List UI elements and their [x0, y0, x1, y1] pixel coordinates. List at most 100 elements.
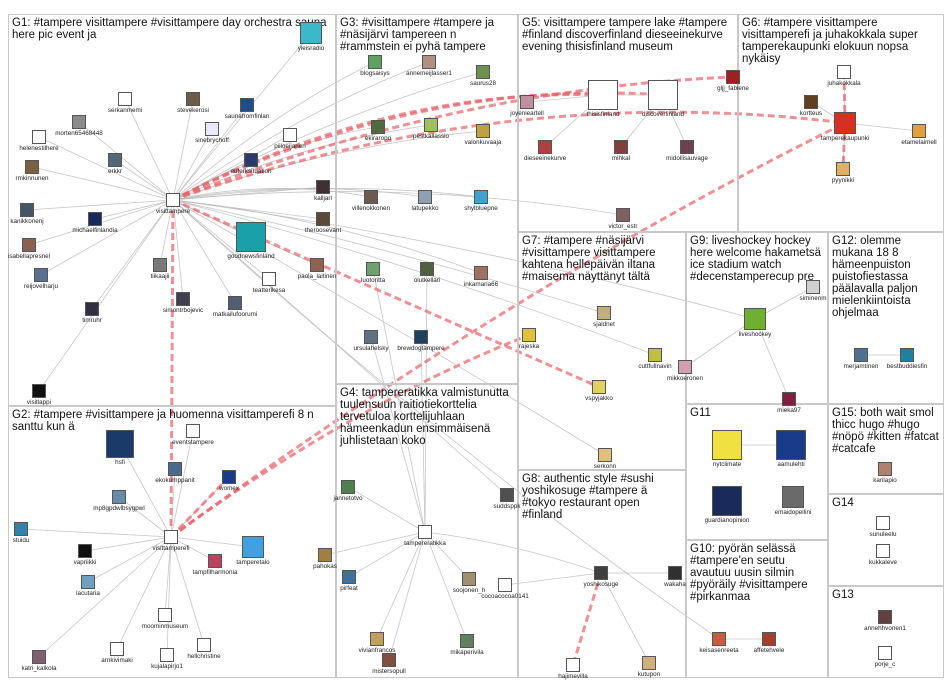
- node-label: mikkoeronen: [666, 375, 704, 382]
- avatar-icon: [538, 140, 552, 154]
- avatar-icon: [108, 153, 122, 167]
- node-label: thisisfinland: [586, 111, 620, 118]
- edge: [172, 199, 482, 274]
- edge: [347, 486, 426, 533]
- group-box-g14: G14: [828, 494, 944, 586]
- avatar-icon: [32, 384, 46, 398]
- group-label-g15: G15: both wait smol thicc hugo #hugo #nö…: [832, 407, 939, 455]
- avatar-icon: [462, 572, 476, 586]
- node-label: kujalapirjo1: [151, 663, 183, 670]
- edge: [571, 572, 603, 666]
- edge: [172, 199, 184, 300]
- node-label: goodnewsfinland: [227, 253, 275, 260]
- avatar-icon: [854, 348, 868, 362]
- avatar-icon: [20, 203, 34, 217]
- avatar-icon: [900, 348, 914, 362]
- group-box-g7: G7: #tampere #näsijärvi #visittampere vi…: [518, 232, 686, 470]
- edge: [172, 199, 605, 314]
- avatar-icon: [912, 124, 926, 138]
- avatar-icon: [878, 646, 892, 660]
- avatar-icon: [205, 122, 219, 136]
- avatar-icon: [678, 360, 692, 374]
- edge: [172, 199, 756, 320]
- node-label: porje_c: [874, 661, 896, 668]
- edge: [172, 130, 484, 201]
- avatar-icon: [418, 525, 432, 539]
- node-label: matkailufoorumi: [212, 311, 258, 318]
- avatar-icon: [424, 118, 438, 132]
- avatar-icon: [371, 120, 385, 134]
- node-label: cocoacocoa0141: [481, 593, 529, 600]
- edge: [94, 199, 174, 220]
- node-label: saunafromfinlan: [224, 113, 270, 120]
- avatar-icon: [186, 424, 200, 438]
- node-label: emaidopellini: [774, 509, 812, 516]
- edge: [172, 110, 846, 202]
- group-label-g3: G3: #visittampere #tampere ja #näsijärvi…: [340, 17, 495, 53]
- node-label: lacutaria: [76, 590, 100, 597]
- avatar-icon: [310, 258, 324, 272]
- group-label-g6: G6: #tampere visittampere visittamperefi…: [742, 17, 918, 65]
- group-label-g12: G12: olemme mukana 18 8 hämeenpuiston pu…: [832, 235, 918, 319]
- node-label: eventstampere: [172, 439, 214, 446]
- edge: [38, 536, 172, 658]
- group-label-g7: G7: #tampere #näsijärvi #visittampere vi…: [522, 235, 656, 283]
- node-label: valonkuvaaja: [464, 139, 502, 146]
- node-label: vapriikki: [73, 559, 97, 566]
- avatar-icon: [744, 308, 766, 330]
- node-label: simontrbojevic: [162, 307, 204, 314]
- edge: [376, 531, 426, 640]
- edge: [172, 191, 624, 216]
- edge: [166, 536, 172, 656]
- node-label: olutkellari: [413, 277, 441, 284]
- avatar-icon: [414, 330, 428, 344]
- edge: [420, 336, 426, 533]
- edge: [169, 199, 175, 538]
- avatar-icon: [236, 222, 266, 252]
- node-label: visittamperefi: [152, 545, 190, 552]
- edge: [172, 198, 600, 389]
- edge: [370, 336, 426, 533]
- node-label: theroosevant: [304, 227, 342, 234]
- node-label: ursulahelsky: [353, 345, 389, 352]
- avatar-icon: [804, 95, 818, 109]
- group-label-g1: G1: #tampere visittampere #visittampere …: [12, 17, 327, 41]
- avatar-icon: [648, 348, 662, 362]
- avatar-icon: [153, 258, 167, 272]
- node-label: midollisauvage: [666, 155, 708, 162]
- avatar-icon: [648, 80, 678, 110]
- node-label: tampfilharmonia: [192, 569, 238, 576]
- avatar-icon: [712, 430, 742, 460]
- edge: [170, 121, 846, 539]
- group-box-g6: G6: #tampere visittampere visittamperefi…: [738, 14, 944, 232]
- node-label: inkamaria66: [463, 281, 499, 288]
- avatar-icon: [283, 128, 297, 142]
- avatar-icon: [242, 536, 264, 558]
- node-label: tamperetalo: [236, 559, 270, 566]
- node-label: ekiraropo: [364, 135, 392, 142]
- node-label: womex: [219, 485, 239, 492]
- node-label: liveshockey: [738, 331, 772, 338]
- avatar-icon: [244, 153, 258, 167]
- node-label: tamperekaupunki: [820, 135, 870, 142]
- node-label: kortteus: [799, 110, 823, 117]
- node-label: vivianfrancos: [358, 647, 396, 654]
- edge: [172, 61, 376, 201]
- node-label: soojonen_h: [452, 587, 486, 594]
- group-label-g10: G10: pyörän selässä #tampere'en seutu av…: [690, 543, 808, 603]
- avatar-icon: [25, 160, 39, 174]
- node-label: michaelfinlandia: [72, 227, 118, 234]
- edge: [170, 536, 205, 646]
- avatar-icon: [370, 632, 384, 646]
- avatar-icon: [240, 98, 254, 112]
- node-label: pyynikki: [831, 177, 855, 184]
- avatar-icon: [368, 55, 382, 69]
- edge: [424, 531, 602, 574]
- node-label: erkkr: [108, 168, 122, 175]
- avatar-icon: [85, 302, 99, 316]
- group-box-g9: G9: liveshockey hockey here welcome haka…: [686, 232, 828, 404]
- avatar-icon: [837, 65, 851, 79]
- node-label: euterksituation: [230, 168, 272, 175]
- node-label: serkanmemi: [107, 107, 143, 114]
- node-label: yleisradio: [297, 45, 325, 52]
